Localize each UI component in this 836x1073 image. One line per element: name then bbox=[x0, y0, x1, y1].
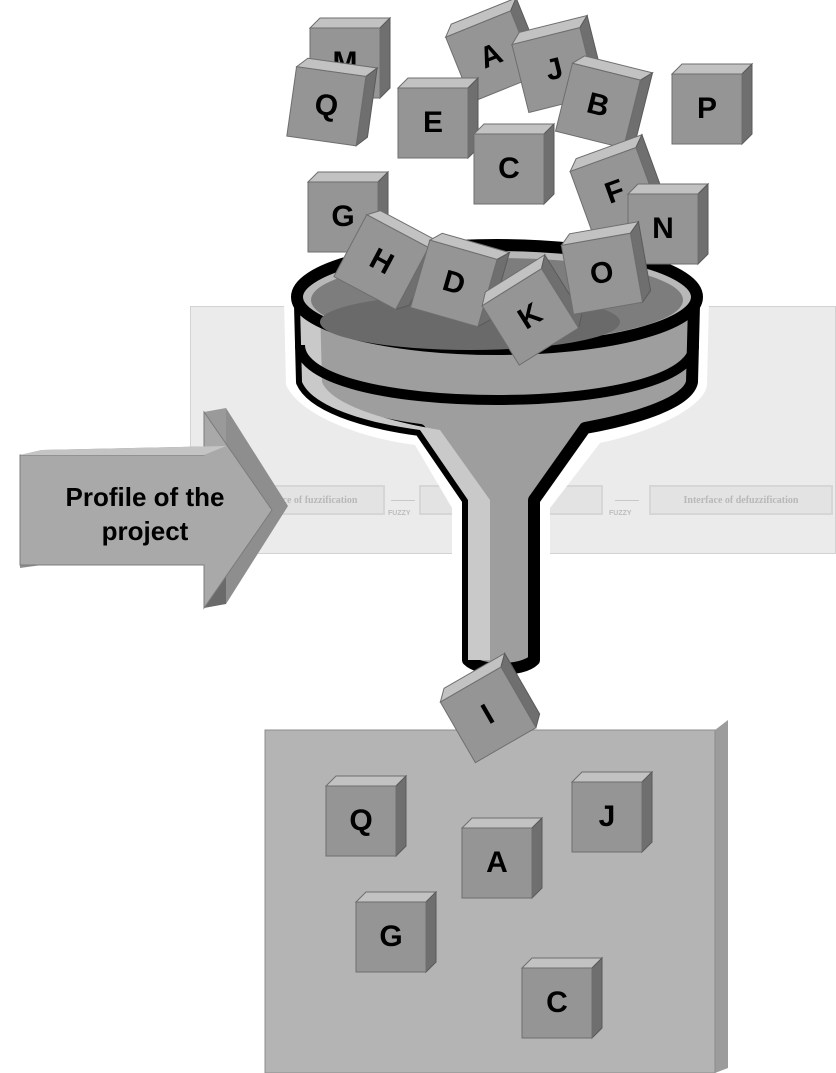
defuzzification-interface-box: Interface of defuzzification bbox=[649, 485, 833, 515]
incoming-letter-cube: E bbox=[396, 76, 480, 160]
cube-shape bbox=[354, 890, 438, 974]
cube-shape bbox=[460, 816, 544, 900]
selected-letter-cube: Q bbox=[324, 774, 408, 858]
cube-letter: C bbox=[498, 152, 520, 185]
falling-letter-cube: I bbox=[435, 652, 544, 764]
cube-shape bbox=[570, 770, 654, 854]
selected-letter-cube: J bbox=[570, 770, 654, 854]
cube-shape bbox=[324, 774, 408, 858]
cube-shape bbox=[286, 57, 379, 147]
cube-shape bbox=[670, 62, 754, 146]
cube-letter: G bbox=[379, 920, 403, 953]
cube-letter: Q bbox=[312, 87, 341, 124]
cube-shape bbox=[481, 253, 583, 366]
fuzzy-label: FUZZY bbox=[609, 510, 632, 517]
cube-shape bbox=[520, 956, 604, 1040]
selected-letter-cube: A bbox=[460, 816, 544, 900]
cube-shape bbox=[439, 652, 541, 764]
incoming-letter-cube: K bbox=[477, 253, 587, 366]
incoming-letter-cube: Q bbox=[286, 57, 379, 147]
selected-letter-cube: C bbox=[520, 956, 604, 1040]
incoming-letter-cube: C bbox=[472, 122, 556, 206]
cube-shape bbox=[472, 122, 556, 206]
cube-shape bbox=[554, 55, 654, 150]
cube-letter: E bbox=[422, 106, 443, 139]
cube-letter: A bbox=[486, 846, 508, 879]
fuzzy-label: FUZZY bbox=[388, 510, 411, 517]
cube-letter: P bbox=[696, 92, 717, 125]
cube-letter: O bbox=[587, 255, 617, 292]
cube-letter: N bbox=[652, 212, 674, 245]
cube-letter: G bbox=[331, 200, 355, 233]
flow-arrow bbox=[615, 500, 639, 501]
incoming-letter-cube: O bbox=[560, 220, 653, 315]
incoming-letter-cube: B bbox=[554, 54, 654, 151]
cube-letter: C bbox=[546, 986, 568, 1019]
flow-arrow bbox=[391, 500, 415, 501]
profile-arrow-label: Profile of the project bbox=[65, 482, 225, 546]
cube-letter: Q bbox=[349, 804, 373, 837]
incoming-letter-cube: P bbox=[670, 62, 754, 146]
cube-shape bbox=[396, 76, 480, 160]
selected-letter-cube: G bbox=[354, 890, 438, 974]
cube-letter: J bbox=[598, 800, 616, 833]
cube-shape bbox=[560, 220, 652, 315]
